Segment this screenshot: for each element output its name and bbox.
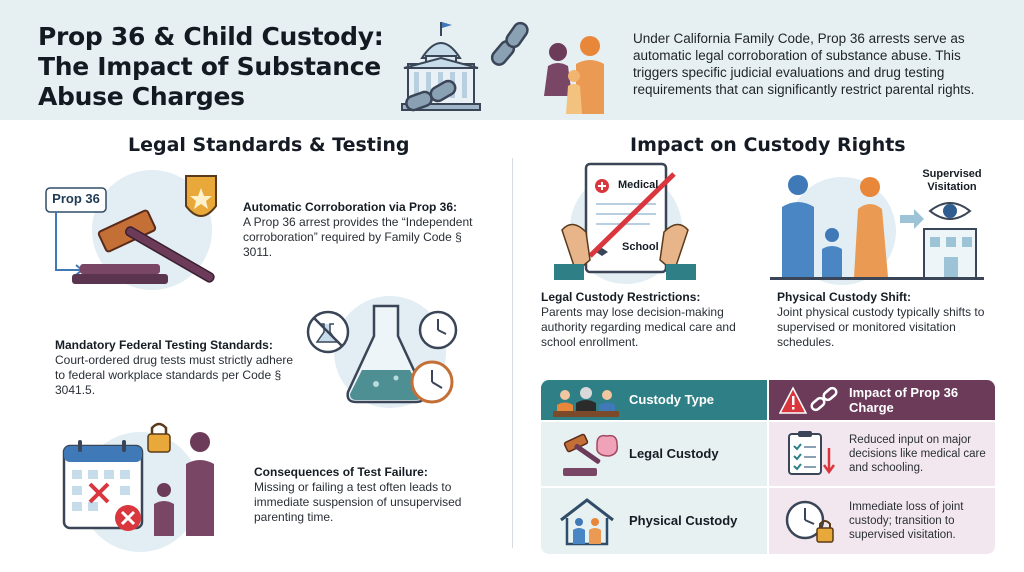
broken-chain-icon [405, 21, 529, 112]
right-item-legal: Legal Custody Restrictions: Parents may … [541, 290, 771, 350]
building-icon [923, 228, 977, 280]
right-item-physical: Physical Custody Shift: Joint physical c… [777, 290, 999, 350]
prop36-badge-label: Prop 36 [52, 191, 100, 206]
table-row: Physical Custody [541, 488, 767, 554]
police-badge-icon [185, 175, 217, 217]
intro-paragraph: Under California Family Code, Prop 36 ar… [633, 31, 975, 97]
table-row-type: Legal Custody [629, 446, 719, 461]
left-section-title: Legal Standards & Testing [128, 134, 410, 156]
doc-school-label: School [622, 241, 659, 253]
house-family-icon [560, 498, 614, 546]
left-item-failure: Consequences of Test Failure: Missing or… [254, 465, 484, 525]
gavel-icon [72, 209, 215, 284]
left-item-body: Court-ordered drug tests must strictly a… [55, 353, 294, 397]
padlock-icon [816, 520, 834, 543]
left-item-testing: Mandatory Federal Testing Standards: Cou… [55, 338, 295, 398]
column-divider [512, 158, 513, 548]
table-header-custody-type: Custody Type [541, 380, 767, 420]
table-row: Reduced input on major decisions like me… [769, 422, 995, 486]
calendar-parent-illustration [60, 420, 230, 556]
custody-impact-table: Custody Type Impact of Prop 36 Charge [541, 380, 995, 554]
supervised-visitation-illustration: Supervised Visitation [770, 165, 1000, 287]
broken-chain-icon [810, 386, 838, 412]
parents-child-icon [782, 175, 888, 277]
parent-child-icon [154, 432, 214, 536]
left-item-heading: Consequences of Test Failure: [254, 465, 428, 479]
page-title: Prop 36 & Child Custody: The Impact of S… [38, 22, 384, 111]
table-row-impact: Reduced input on major decisions like me… [849, 434, 986, 474]
left-item-heading: Mandatory Federal Testing Standards: [55, 338, 273, 352]
clock-icon [785, 500, 825, 540]
table-header-impact: Impact of Prop 36 Charge [769, 380, 995, 420]
family-icon [544, 36, 604, 114]
eye-icon [928, 202, 972, 220]
header-band [0, 0, 1024, 120]
document-icon [584, 162, 676, 274]
table-row: Legal Custody [541, 422, 767, 486]
left-item-corroboration: Automatic Corroboration via Prop 36: A P… [243, 200, 493, 260]
table-row-type: Physical Custody [629, 513, 738, 528]
clock-icon [410, 360, 454, 404]
error-x-icon [115, 505, 141, 531]
left-item-body: A Prop 36 arrest provides the “Independe… [243, 215, 473, 259]
table-row-impact: Immediate loss of joint custody; transit… [849, 501, 964, 541]
right-item-heading: Legal Custody Restrictions: [541, 290, 701, 304]
left-item-heading: Automatic Corroboration via Prop 36: [243, 200, 458, 214]
lab-testing-illustration [300, 292, 470, 410]
table-col-custody-type: Custody Type [629, 392, 714, 407]
right-section-title: Impact on Custody Rights [630, 134, 906, 156]
checklist-icon [788, 431, 835, 475]
gavel-icon [563, 433, 601, 476]
capitol-family-illustration [401, 21, 604, 114]
doc-medical-label: Medical [618, 179, 659, 191]
no-drugs-icon [306, 310, 350, 354]
right-item-heading: Physical Custody Shift: [777, 290, 912, 304]
hands-icon [554, 223, 696, 280]
padlock-icon [147, 422, 171, 453]
gavel-illustration: Prop 36 [40, 168, 240, 292]
supervised-visitation-label: Supervised Visitation [922, 168, 982, 193]
table-row: Immediate loss of joint custody; transit… [769, 488, 995, 554]
clock-icon [418, 310, 458, 350]
left-item-body: Missing or failing a test often leads to… [254, 480, 462, 524]
right-item-body: Joint physical custody typically shifts … [777, 305, 985, 349]
brain-icon [596, 434, 619, 457]
custody-document-illustration: Medical School [550, 160, 700, 284]
right-item-body: Parents may lose decision-making authori… [541, 305, 736, 349]
warning-icon [779, 386, 808, 414]
table-col-impact: Impact of Prop 36 Charge [849, 385, 959, 415]
court-people-icon [553, 387, 619, 417]
